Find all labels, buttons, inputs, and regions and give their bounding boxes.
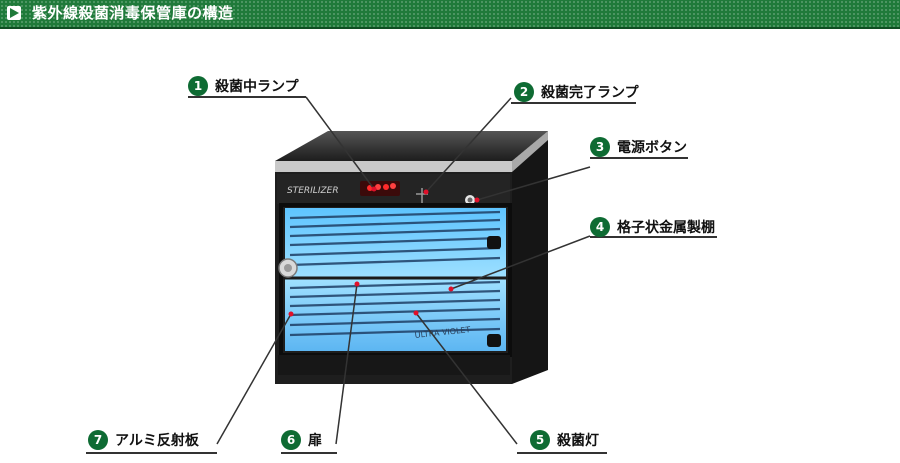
callout-label: 格子状金属製棚 <box>617 220 715 236</box>
callout-number: 3 <box>590 137 610 157</box>
brand-text: STERILIZER <box>287 186 339 196</box>
callout-label: 扉 <box>308 433 322 449</box>
play-arrow-icon <box>7 6 21 20</box>
callout-label: 電源ボタン <box>617 140 687 156</box>
callout-aluminum-reflector: 7 アルミ反射板 <box>88 430 199 450</box>
callout-label: 殺菌灯 <box>557 433 599 449</box>
callout-sterilizing-lamp: 1 殺菌中ランプ <box>188 76 299 96</box>
callout-number: 1 <box>188 76 208 96</box>
sterilizer-diagram: STERILIZER ULTRA VIOLET <box>216 96 591 445</box>
section-header: 紫外線殺菌消毒保管庫の構造 <box>0 0 900 29</box>
power-button[interactable] <box>465 195 475 205</box>
callout-complete-lamp: 2 殺菌完了ランプ <box>514 82 639 102</box>
callout-metal-shelf: 4 格子状金属製棚 <box>590 217 715 237</box>
callout-number: 7 <box>88 430 108 450</box>
callout-label: 殺菌中ランプ <box>215 79 299 95</box>
callout-label: アルミ反射板 <box>115 433 199 449</box>
leader-lines <box>216 96 591 445</box>
section-title: 紫外線殺菌消毒保管庫の構造 <box>32 4 234 22</box>
callout-number: 6 <box>281 430 301 450</box>
door-handle[interactable] <box>278 258 298 278</box>
callout-number: 2 <box>514 82 534 102</box>
callout-number: 5 <box>530 430 550 450</box>
callout-door: 6 扉 <box>281 430 322 450</box>
callout-label: 殺菌完了ランプ <box>541 85 639 101</box>
callout-uv-lamp: 5 殺菌灯 <box>530 430 599 450</box>
callout-number: 4 <box>590 217 610 237</box>
callout-power-button: 3 電源ボタン <box>590 137 687 157</box>
marker-dots <box>288 186 480 317</box>
